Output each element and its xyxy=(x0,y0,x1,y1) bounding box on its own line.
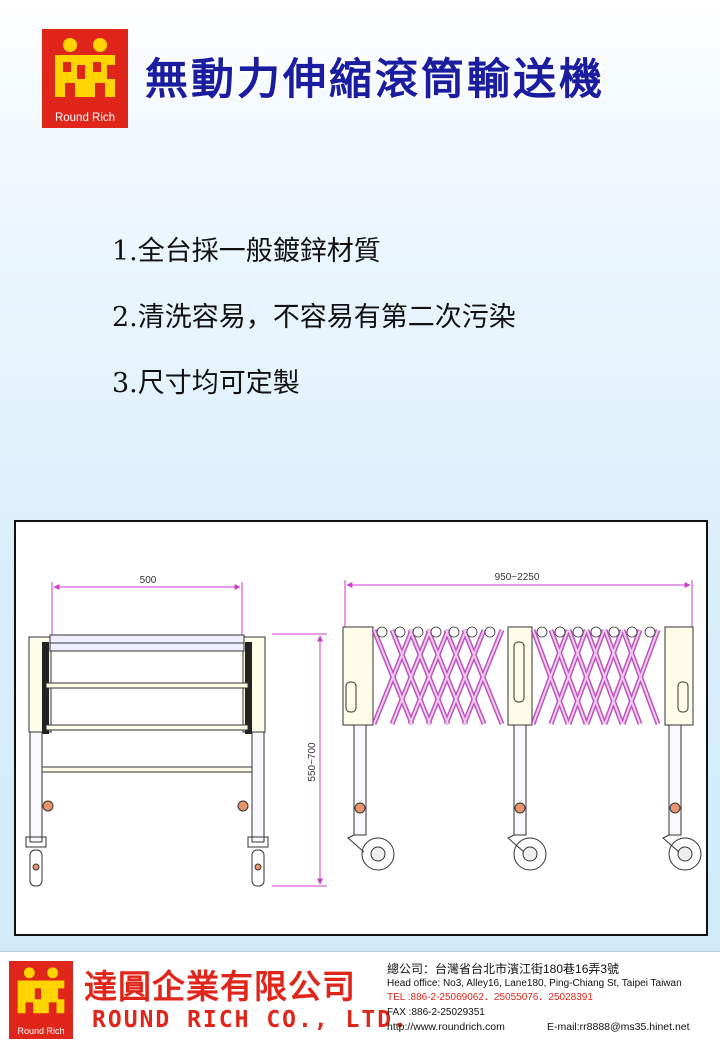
company-logo: Round Rich xyxy=(42,29,128,128)
scissor-highlight-left xyxy=(373,629,503,725)
address-cn: 總公司：台灣省台北市濱江街180巷16弄3號 xyxy=(387,962,620,976)
contact-info: 總公司：台灣省台北市濱江街180巷16弄3號 Head office: No3,… xyxy=(387,962,690,1035)
conveyor-drawing-svg: 500 550~700 xyxy=(25,572,702,887)
front-view xyxy=(342,580,702,871)
rr-logo-icon xyxy=(17,967,65,1014)
website-link[interactable]: http://www.roundrich.com xyxy=(387,1021,505,1033)
footer: Round Rich 達圓企業有限公司 ROUND RICH CO., LTD.… xyxy=(0,951,720,1041)
email-link[interactable]: E-mail:rr8888@ms35.hinet.net xyxy=(547,1021,690,1033)
length-dimension-label: 950~2250 xyxy=(495,572,540,583)
height-dimension-label: 550~700 xyxy=(307,742,318,782)
feature-item: 2.清洗容易，不容易有第二次污染 xyxy=(112,302,516,333)
technical-drawing: 500 550~700 xyxy=(14,520,708,936)
feature-item: 3.尺寸均可定製 xyxy=(112,368,300,399)
fax: FAX :886-2-25029351 xyxy=(387,1006,485,1018)
feature-item: 1.全台採一般鍍鋅材質 xyxy=(112,236,381,267)
rr-logo-icon xyxy=(55,38,115,97)
telephone: TEL :886-2-25069062．25055076．25028391 xyxy=(387,992,593,1003)
footer-logo-text: Round Rich xyxy=(17,1026,65,1036)
scissor-highlight-right xyxy=(532,629,659,725)
width-dimension-label: 500 xyxy=(140,575,157,586)
roller-heads xyxy=(376,626,656,638)
side-view xyxy=(25,582,327,887)
scissor-links-right xyxy=(530,629,661,725)
logo-text: Round Rich xyxy=(54,112,116,124)
company-name-cn: 達圓企業有限公司 xyxy=(84,967,356,1006)
address-en: Head office: No3, Alley16, Lane180, Ping… xyxy=(387,977,682,989)
footer-logo: Round Rich xyxy=(9,961,73,1039)
company-name-en: ROUND RICH CO., LTD. xyxy=(92,1007,409,1033)
feature-list: 1.全台採一般鍍鋅材質 2.清洗容易，不容易有第二次污染 3.尺寸均可定製 xyxy=(112,228,516,426)
page-title: 無動力伸縮滾筒輸送機 xyxy=(145,55,605,105)
